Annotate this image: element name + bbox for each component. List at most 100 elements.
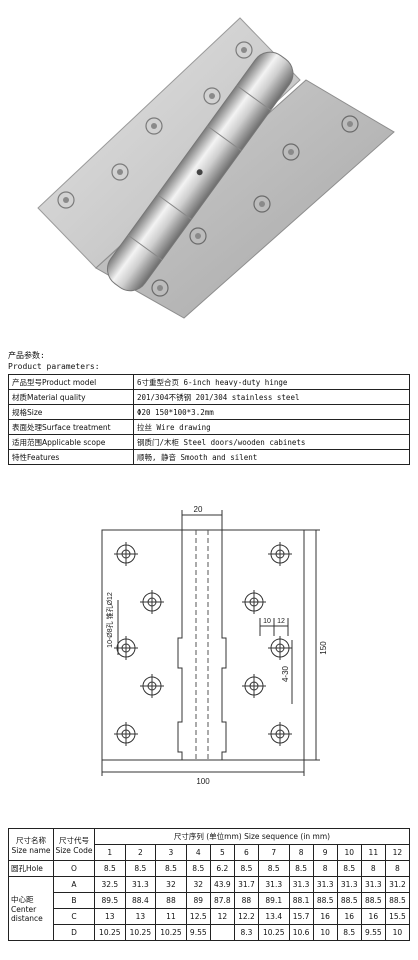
size-header-row: 尺寸名称 Size name 尺寸代号 Size Code 尺寸序列 (单位mm… xyxy=(8,828,410,861)
center-label-en1: Center xyxy=(11,905,37,914)
column-header: 11 xyxy=(360,844,386,861)
dim-width-label: 100 xyxy=(196,777,210,786)
cell: 31.3 xyxy=(336,876,362,893)
cell: 10.25 xyxy=(94,924,126,941)
hole-marker xyxy=(242,674,266,698)
hole-marker xyxy=(268,636,292,660)
dim-4-30-label: 4-30 xyxy=(281,665,290,682)
param-value: 钢质门/木柜 Steel doors/wooden cabinets xyxy=(133,434,410,450)
row-code: D xyxy=(53,924,95,941)
params-table: 产品型号Product model 6寸重型合页 6-inch heavy-du… xyxy=(8,374,410,465)
cell: 12 xyxy=(209,908,235,925)
params-row: 表面处理Surface treatment 拉丝 Wire drawing xyxy=(8,419,410,435)
param-label: 材质Material quality xyxy=(8,389,134,405)
params-title-cn: 产品参数: xyxy=(8,351,45,360)
row-code: B xyxy=(53,892,95,909)
dim-top-label: 20 xyxy=(194,505,203,514)
cell: 31.2 xyxy=(384,876,411,893)
cell: 31.3 xyxy=(312,876,338,893)
size-code-header: 尺寸代号 Size Code xyxy=(53,828,95,861)
params-row: 材质Material quality 201/304不锈钢 201/304 st… xyxy=(8,389,410,405)
cell: 15.5 xyxy=(384,908,411,925)
cell: 88.5 xyxy=(336,892,362,909)
cell: 16 xyxy=(312,908,338,925)
cell: 10.25 xyxy=(155,924,187,941)
hole-marker xyxy=(268,542,292,566)
cell: 8 xyxy=(360,860,386,877)
cell: 8.5 xyxy=(155,860,187,877)
cell: 13.4 xyxy=(257,908,290,925)
cell: 8.5 xyxy=(185,860,211,877)
cell: 10.25 xyxy=(124,924,157,941)
column-header: 9 xyxy=(312,844,338,861)
cell: 31.3 xyxy=(124,876,157,893)
dim-height-label: 150 xyxy=(319,641,328,655)
cell: 8.5 xyxy=(336,860,362,877)
params-row: 产品型号Product model 6寸重型合页 6-inch heavy-du… xyxy=(8,374,410,390)
cell: 31.3 xyxy=(288,876,314,893)
center-distance-label: 中心距 Center distance xyxy=(8,876,54,941)
size-table: 尺寸名称 Size name 尺寸代号 Size Code 尺寸序列 (单位mm… xyxy=(8,828,411,941)
table-row: C 13 13 11 12.5 12 12.2 13.4 15.7 16 16 … xyxy=(9,908,411,925)
param-value: 拉丝 Wire drawing xyxy=(133,419,410,435)
technical-drawing: 20 150 100 10 12 4-30 10-Ø8孔 锥孔Ø12 xyxy=(101,505,328,786)
cell: 88.4 xyxy=(124,892,157,909)
hole-marker xyxy=(114,722,138,746)
param-label: 表面处理Surface treatment xyxy=(8,419,134,435)
cell: 31.3 xyxy=(257,876,290,893)
size-code-cn: 尺寸代号 xyxy=(59,835,89,845)
cell: 8.5 xyxy=(257,860,290,877)
hole-marker xyxy=(268,722,292,746)
cell: 10 xyxy=(384,924,411,941)
hole-marker xyxy=(114,542,138,566)
param-value: Φ20 150*100*3.2mm xyxy=(133,404,410,420)
dim-12-label: 12 xyxy=(277,618,285,625)
hole-note: 10-Ø8孔 锥孔Ø12 xyxy=(105,592,114,648)
param-value: 6寸重型合页 6-inch heavy-duty hinge xyxy=(133,374,410,390)
cell: 8 xyxy=(384,860,411,877)
cell: 88.5 xyxy=(384,892,411,909)
param-label: 规格Size xyxy=(8,404,134,420)
cell: 8.5 xyxy=(233,860,259,877)
cell: 16 xyxy=(336,908,362,925)
cell: 10.6 xyxy=(288,924,314,941)
params-title-en: Product parameters: xyxy=(8,362,100,371)
table-row: D 10.25 10.25 10.25 9.55 8.3 10.25 10.6 … xyxy=(9,924,411,941)
cell: 8.5 xyxy=(288,860,314,877)
table-row: 中心距 Center distance A 32.5 31.3 32 32 43… xyxy=(8,876,411,941)
param-label: 产品型号Product model xyxy=(8,374,134,390)
hole-marker xyxy=(114,636,138,660)
column-header: 7 xyxy=(257,844,290,861)
cell: 9.55 xyxy=(360,924,386,941)
cell: 31.7 xyxy=(233,876,259,893)
cell: 88 xyxy=(233,892,259,909)
cell: 10 xyxy=(312,924,338,941)
column-header: 4 xyxy=(185,844,211,861)
cell: 12.2 xyxy=(233,908,259,925)
params-row: 适用范围Applicable scope 钢质门/木柜 Steel doors/… xyxy=(8,434,410,450)
size-name-header: 尺寸名称 Size name xyxy=(8,828,54,861)
cell: 8.5 xyxy=(124,860,157,877)
hole-marker xyxy=(242,590,266,614)
cell: 87.8 xyxy=(209,892,235,909)
cell: 32.5 xyxy=(94,876,126,893)
center-label-cn: 中心距 xyxy=(11,895,34,904)
size-name-cn: 尺寸名称 xyxy=(16,835,46,845)
hole-marker xyxy=(140,590,164,614)
size-sequence-header: 尺寸序列 (单位mm) Size sequence (in mm) xyxy=(94,828,410,845)
cell xyxy=(209,924,235,941)
cell: 31.3 xyxy=(360,876,386,893)
cell: 88 xyxy=(155,892,187,909)
params-header: 产品参数: Product parameters: xyxy=(8,350,100,372)
cell: 12.5 xyxy=(185,908,211,925)
center-label-en2: distance xyxy=(11,914,43,923)
column-header: 3 xyxy=(155,844,187,861)
cell: 89.1 xyxy=(257,892,290,909)
cell: 13 xyxy=(124,908,157,925)
row-code: C xyxy=(53,908,95,925)
param-value: 201/304不锈钢 201/304 stainless steel xyxy=(133,389,410,405)
column-header: 12 xyxy=(384,844,411,861)
row-code: A xyxy=(53,876,95,893)
cell: 8.3 xyxy=(233,924,259,941)
param-label: 适用范围Applicable scope xyxy=(8,434,134,450)
